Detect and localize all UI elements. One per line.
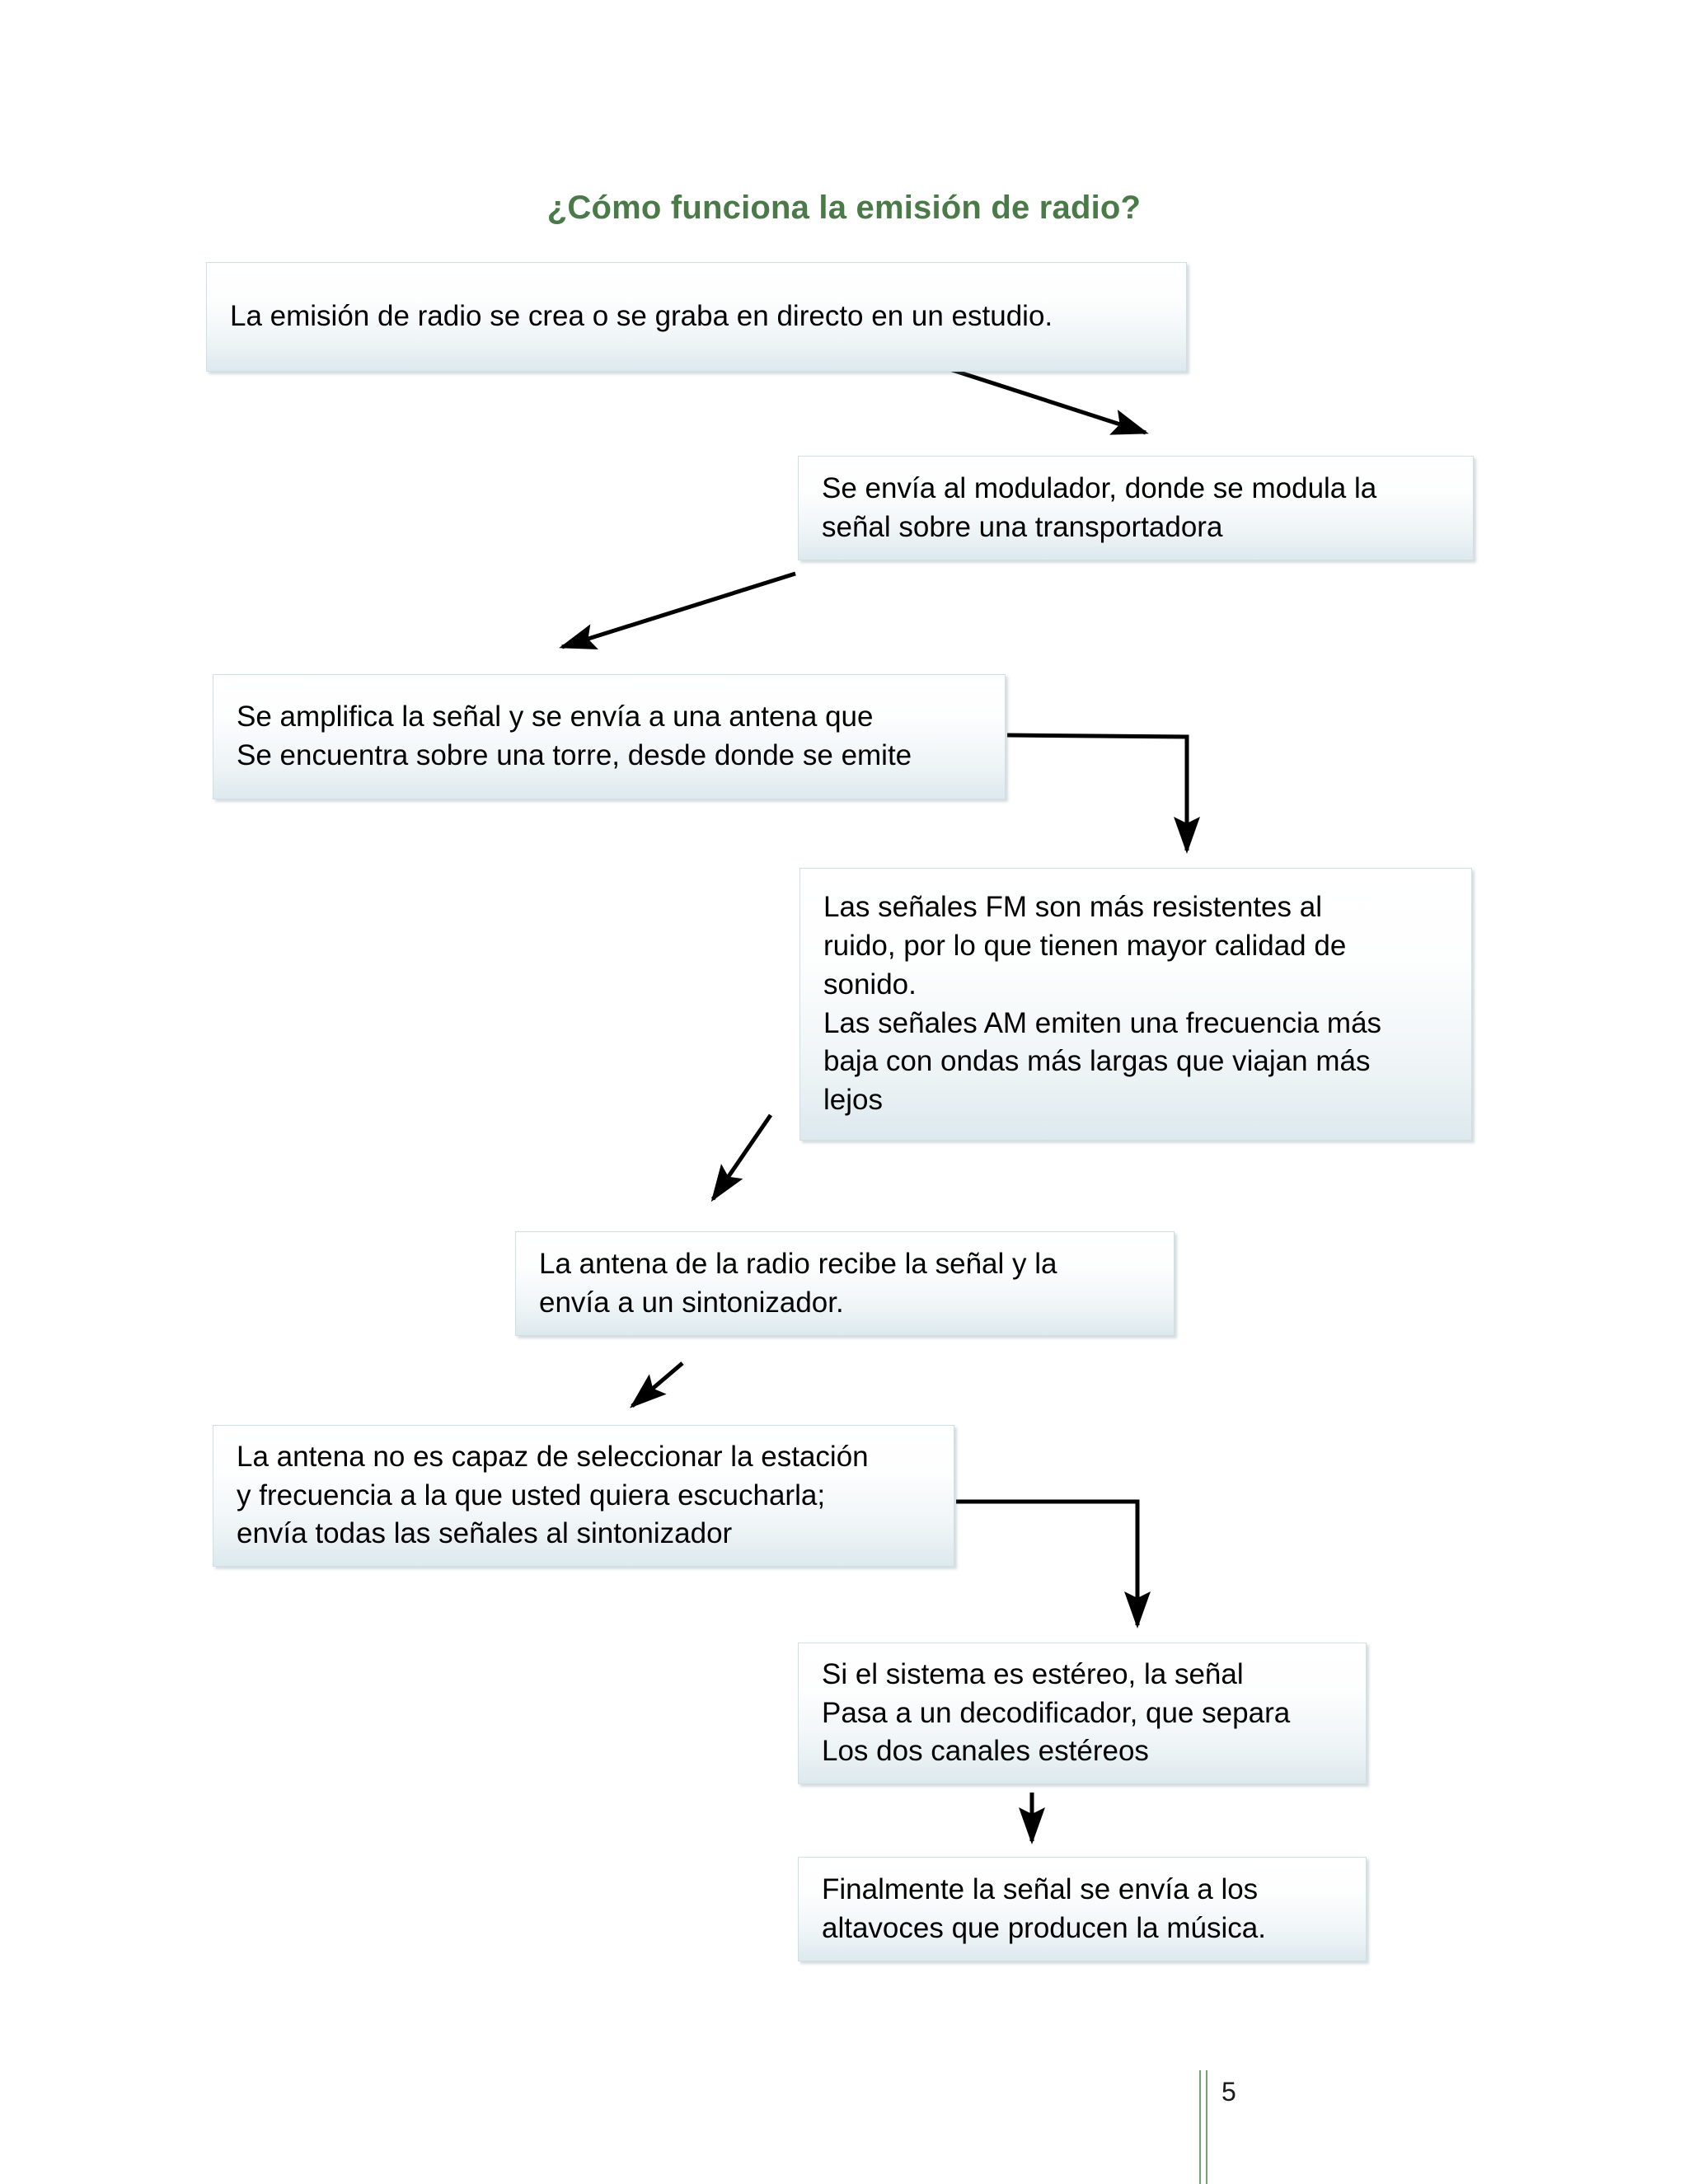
arrow-box1-to-box2 xyxy=(936,363,1149,435)
flow-box-line: Las señales AM emiten una frecuencia más xyxy=(823,1006,1382,1039)
flow-box-line: baja con ondas más largas que viajan más xyxy=(823,1045,1371,1078)
flow-box-line: señal sobre una transportadora xyxy=(822,510,1223,543)
arrow-box6-to-box7 xyxy=(956,1499,1151,1629)
flow-box-line: La emisión de radio se crea o se graba e… xyxy=(230,300,1053,333)
arrow-box5-to-box6 xyxy=(629,1361,684,1408)
flow-box-studio[interactable]: La emisión de radio se crea o se graba e… xyxy=(206,262,1187,372)
flow-box-line: altavoces que producen la música. xyxy=(822,1911,1266,1944)
flow-box-fm-am-signals[interactable]: Las señales FM son más resistentes al ru… xyxy=(799,868,1472,1141)
flow-box-line: lejos xyxy=(823,1084,883,1117)
flow-box-line: Los dos canales estéreos xyxy=(822,1735,1149,1768)
flow-box-stereo-decoder[interactable]: Si el sistema es estéreo, la señal Pasa … xyxy=(798,1643,1367,1784)
flow-box-line: Se encuentra sobre una torre, desde dond… xyxy=(237,739,912,771)
flow-box-line: Las señales FM son más resistentes al xyxy=(823,890,1322,923)
flow-box-modulator[interactable]: Se envía al modulador, donde se modula l… xyxy=(798,456,1474,560)
flow-box-line: Si el sistema es estéreo, la señal xyxy=(822,1657,1244,1690)
flow-box-line: Se envía al modulador, donde se modula l… xyxy=(822,471,1377,504)
arrow-box3-to-box4 xyxy=(1006,733,1201,855)
flow-box-line: La antena de la radio recibe la señal y … xyxy=(539,1247,1057,1280)
flow-box-line: Finalmente la señal se envía a los xyxy=(822,1872,1259,1905)
flow-box-line: La antena no es capaz de seleccionar la … xyxy=(237,1440,869,1473)
flow-box-speakers[interactable]: Finalmente la señal se envía a los altav… xyxy=(798,1857,1367,1961)
flow-box-amplifier-antenna[interactable]: Se amplifica la señal y se envía a una a… xyxy=(213,674,1006,799)
flow-box-line: envía a un sintonizador. xyxy=(539,1286,844,1319)
page-title: ¿Cómo funciona la emisión de radio? xyxy=(546,190,1142,226)
flow-box-antenna-cannot-select[interactable]: La antena no es capaz de seleccionar la … xyxy=(213,1425,954,1567)
flow-box-line: envía todas las señales al sintonizador xyxy=(237,1517,733,1550)
flow-box-line: ruido, por lo que tienen mayor calidad d… xyxy=(823,929,1347,962)
flow-box-line: sonido. xyxy=(823,968,917,1001)
footer-divider xyxy=(1199,2070,1207,2184)
flow-box-radio-antenna-tuner[interactable]: La antena de la radio recibe la señal y … xyxy=(515,1231,1175,1336)
flow-box-line: Se amplifica la señal y se envía a una a… xyxy=(237,701,874,733)
arrow-box4-to-box5 xyxy=(710,1113,773,1202)
flow-box-line: y frecuencia a la que usted quiera escuc… xyxy=(237,1479,826,1511)
arrow-box2-to-box3 xyxy=(559,571,796,649)
page-number: 5 xyxy=(1221,2077,1236,2107)
flow-box-line: Pasa a un decodificador, que separa xyxy=(822,1696,1291,1729)
